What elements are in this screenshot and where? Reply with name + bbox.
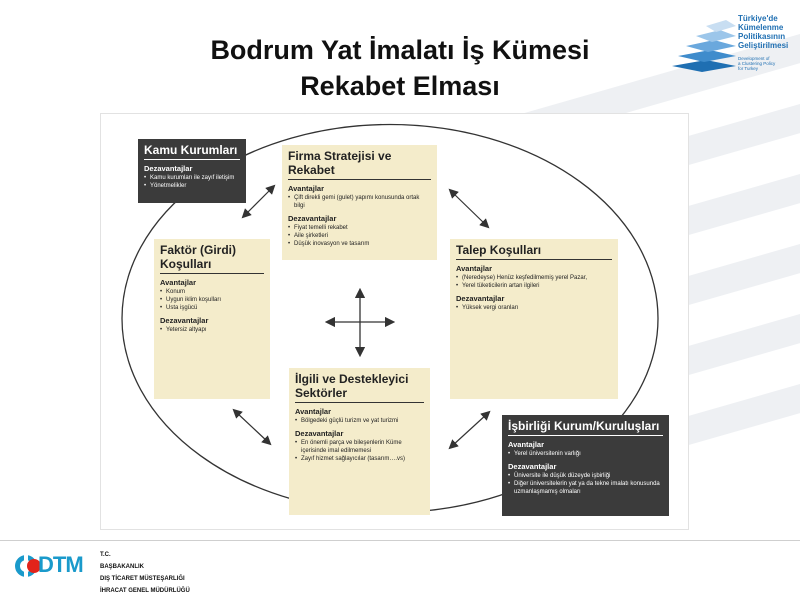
list-item: Üniversite ile düşük düzeyde işbirliği bbox=[508, 472, 663, 480]
logo-subtitle: Development of a Clustering Policy for T… bbox=[738, 56, 776, 71]
advantages-label: Avantajlar bbox=[295, 407, 331, 416]
disadvantages-label: Dezavantajlar bbox=[295, 429, 344, 438]
box-title: Faktör (Girdi) Koşulları bbox=[160, 243, 264, 274]
disadvantages-label: Dezavantajlar bbox=[160, 316, 209, 325]
logo-title: Türkiye'de Kümelenme Politikasının Geliş… bbox=[738, 14, 789, 50]
list-item: Yerel tüketicilerin artan ilgileri bbox=[456, 282, 612, 290]
arrow-ilgili-isbirligi bbox=[448, 410, 491, 450]
advantages-label: Avantajlar bbox=[160, 278, 196, 287]
title-line-1: Bodrum Yat İmalatı İş Kümesi bbox=[210, 35, 590, 65]
disadvantages-list: Yüksek vergi oranları bbox=[456, 304, 612, 312]
box-title: Firma Stratejisi ve Rekabet bbox=[288, 149, 431, 180]
list-item: Zayıf hizmet sağlayıcılar (tasarım….vs) bbox=[295, 455, 424, 463]
box-ilgili-destekleyici: İlgili ve Destekleyici Sektörler Avantaj… bbox=[289, 368, 430, 515]
box-title: Talep Koşulları bbox=[456, 243, 612, 260]
advantages-label: Avantajlar bbox=[456, 264, 492, 273]
stairs-logo-icon bbox=[672, 20, 736, 72]
disadvantages-label: Dezavantajlar bbox=[456, 294, 505, 303]
list-item: Yüksek vergi oranları bbox=[456, 304, 612, 312]
arrow-kamu-firma bbox=[241, 184, 276, 219]
box-isbirligi-kurumlari: İşbirliği Kurum/Kuruluşları Avantajlar Y… bbox=[502, 415, 669, 516]
arrow-firma-talep bbox=[448, 188, 490, 229]
clustering-policy-logo: Türkiye'de Kümelenme Politikasının Geliş… bbox=[672, 12, 794, 76]
list-item: Kamu kurumları ile zayıf iletişim bbox=[144, 174, 240, 182]
list-item: Uygun iklim koşulları bbox=[160, 296, 264, 304]
list-item: Diğer üniversitelerin yat ya da tekne im… bbox=[508, 480, 663, 496]
slide-title: Bodrum Yat İmalatı İş Kümesi Rekabet Elm… bbox=[140, 32, 660, 104]
list-item: Yetersiz altyapı bbox=[160, 326, 264, 334]
box-firma-stratejisi: Firma Stratejisi ve Rekabet Avantajlar Ç… bbox=[282, 145, 437, 260]
advantages-list: Bölgedeki güçlü turizm ve yat turizmi bbox=[295, 417, 424, 425]
footer-org-text: T.C. BAŞBAKANLIK DIŞ TİCARET MÜSTEŞARLIĞ… bbox=[100, 552, 190, 594]
title-line-2: Rekabet Elması bbox=[300, 71, 500, 101]
disadvantages-label: Dezavantajlar bbox=[288, 214, 337, 223]
list-item: Konum bbox=[160, 288, 264, 296]
list-item: Çift direkli gemi (gulet) yapımı konusun… bbox=[288, 194, 431, 210]
list-item: Yerel üniversitenin varlığı bbox=[508, 450, 663, 458]
advantages-label: Avantajlar bbox=[508, 440, 544, 449]
advantages-list: Yerel üniversitenin varlığı bbox=[508, 450, 663, 458]
list-item: Fiyat temelli rekabet bbox=[288, 224, 431, 232]
disadvantages-list: Fiyat temelli rekabet Aile şirketleri Dü… bbox=[288, 224, 431, 248]
disadvantages-label: Dezavantajlar bbox=[508, 462, 557, 471]
list-item: En önemli parça ve bileşenlerin Küme içe… bbox=[295, 439, 424, 455]
list-item: Bölgedeki güçlü turizm ve yat turizmi bbox=[295, 417, 424, 425]
dtm-logo-text: DTM bbox=[38, 552, 84, 577]
disadvantages-list: Kamu kurumları ile zayıf iletişim Yönetm… bbox=[144, 174, 240, 190]
disadvantages-list: En önemli parça ve bileşenlerin Küme içe… bbox=[295, 439, 424, 463]
advantages-list: Çift direkli gemi (gulet) yapımı konusun… bbox=[288, 194, 431, 210]
advantages-label: Avantajlar bbox=[288, 184, 324, 193]
list-item: (Neredeyse) Henüz keşfedilmemiş yerel Pa… bbox=[456, 274, 612, 282]
dtm-logo-icon bbox=[15, 553, 41, 579]
box-talep-kosullari: Talep Koşulları Avantajlar (Neredeyse) H… bbox=[450, 239, 618, 399]
box-title: Kamu Kurumları bbox=[144, 143, 240, 160]
list-item: Aile şirketleri bbox=[288, 232, 431, 240]
box-faktor-kosullari: Faktör (Girdi) Koşulları Avantajlar Konu… bbox=[154, 239, 270, 399]
box-kamu-kurumlari: Kamu Kurumları Dezavantajlar Kamu kuruml… bbox=[138, 139, 246, 203]
box-title: İlgili ve Destekleyici Sektörler bbox=[295, 372, 424, 403]
list-item: Yönetmelikler bbox=[144, 182, 240, 190]
list-item: Düşük inovasyon ve tasarım bbox=[288, 240, 431, 248]
list-item: Usta işgücü bbox=[160, 304, 264, 312]
box-title: İşbirliği Kurum/Kuruluşları bbox=[508, 419, 663, 436]
disadvantages-list: Yetersiz altyapı bbox=[160, 326, 264, 334]
disadvantages-list: Üniversite ile düşük düzeyde işbirliği D… bbox=[508, 472, 663, 496]
disadvantages-label: Dezavantajlar bbox=[144, 164, 193, 173]
advantages-list: (Neredeyse) Henüz keşfedilmemiş yerel Pa… bbox=[456, 274, 612, 290]
advantages-list: Konum Uygun iklim koşulları Usta işgücü bbox=[160, 288, 264, 312]
footer-divider bbox=[0, 540, 800, 541]
arrow-faktor-ilgili bbox=[232, 408, 272, 446]
